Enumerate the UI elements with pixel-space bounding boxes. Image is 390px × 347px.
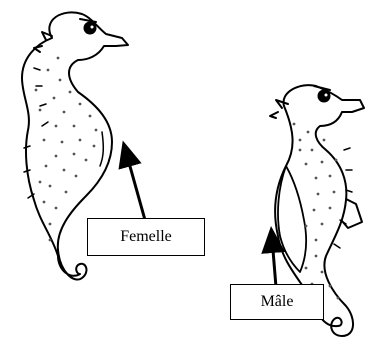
female-label-text: Femelle bbox=[120, 228, 172, 246]
male-arrow-icon bbox=[272, 238, 276, 287]
female-arrow-icon bbox=[126, 152, 145, 220]
female-label: Femelle bbox=[87, 218, 205, 256]
male-label-text: Mâle bbox=[261, 293, 294, 311]
male-label: Mâle bbox=[230, 284, 324, 320]
